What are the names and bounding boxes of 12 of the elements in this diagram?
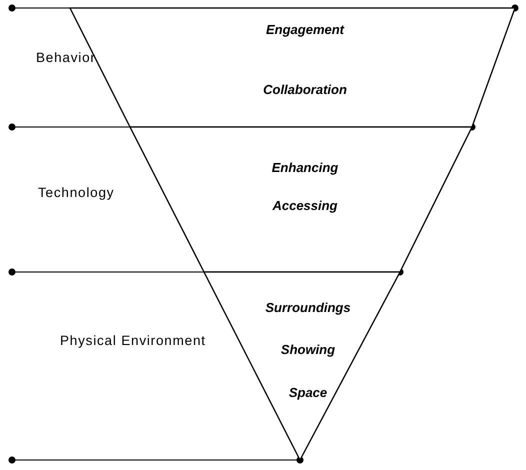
layer-item: Accessing — [271, 198, 339, 213]
layer-label: Technology — [38, 185, 114, 200]
triangle-layer — [204, 272, 400, 460]
layer-item: Showing — [280, 342, 336, 357]
layer-label: Physical Environment — [60, 333, 206, 348]
layer-item: Surroundings — [264, 300, 352, 315]
triangle-layer — [130, 127, 472, 272]
layer-item: Space — [288, 385, 328, 400]
layer-item: Collaboration — [262, 82, 348, 97]
layer-item: Enhancing — [270, 160, 340, 175]
layer-item: Engagement — [264, 22, 346, 37]
layer-label: Behavior — [36, 50, 96, 65]
